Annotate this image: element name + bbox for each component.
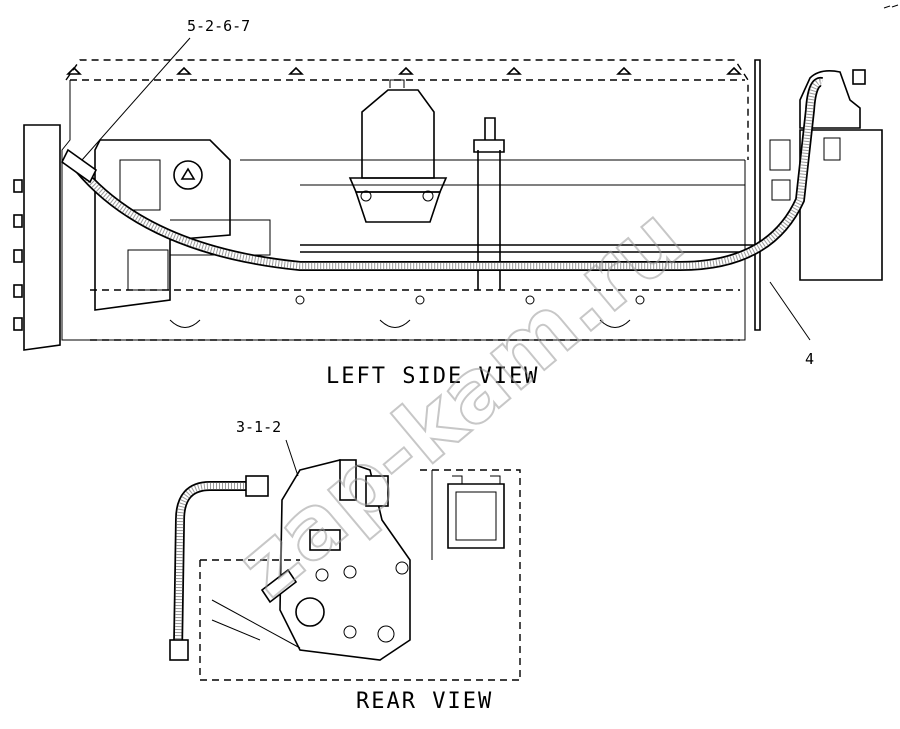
callout-rear: 3-1-2 [236, 418, 281, 436]
leader-callout-top [81, 37, 191, 161]
housing-bolts [13, 179, 23, 331]
left-side-view-title: LEFT SIDE VIEW [326, 364, 539, 389]
leader-callout-right [769, 281, 811, 341]
left-side-view-drawing [13, 59, 883, 351]
callout-top: 5-2-6-7 [187, 17, 250, 35]
valve-cover-bolts [66, 66, 742, 75]
rear-view-title: REAR VIEW [356, 689, 493, 714]
block-ribs [169, 295, 645, 328]
leader-callout-rear [285, 439, 299, 477]
corner-mark [883, 4, 899, 9]
rear-view-drawing [169, 459, 521, 681]
callout-right: 4 [805, 350, 814, 368]
